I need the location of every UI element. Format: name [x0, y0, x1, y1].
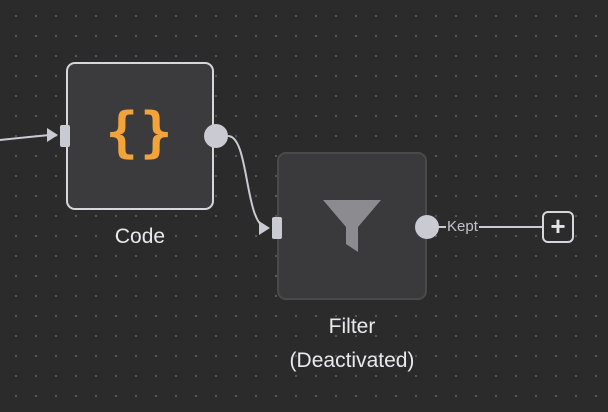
filter-node-icon-wrap	[279, 154, 425, 298]
filter-node[interactable]	[277, 152, 427, 300]
filter-output-handle[interactable]	[415, 215, 439, 239]
code-output-handle[interactable]	[204, 124, 228, 148]
code-braces-icon: {}	[105, 101, 175, 164]
code-node[interactable]: {}	[66, 62, 214, 210]
kept-output-label: Kept	[446, 218, 479, 236]
filter-input-arrow-icon	[259, 221, 270, 235]
code-node-icon-wrap: {}	[68, 64, 212, 208]
add-node-button[interactable]: +	[542, 211, 574, 243]
code-node-label: Code	[114, 225, 166, 248]
code-input-arrow-icon	[47, 128, 58, 142]
filter-input-handle[interactable]	[272, 217, 282, 239]
code-to-filter-connection[interactable]	[227, 135, 269, 229]
filter-node-status: (Deactivated)	[289, 349, 415, 372]
plus-icon: +	[550, 211, 566, 241]
filter-node-title: Filter	[328, 315, 376, 338]
code-input-handle[interactable]	[60, 125, 70, 147]
incoming-connection[interactable]	[0, 134, 51, 141]
filter-node-label: Filter (Deactivated)	[252, 310, 452, 378]
funnel-icon	[323, 200, 381, 252]
